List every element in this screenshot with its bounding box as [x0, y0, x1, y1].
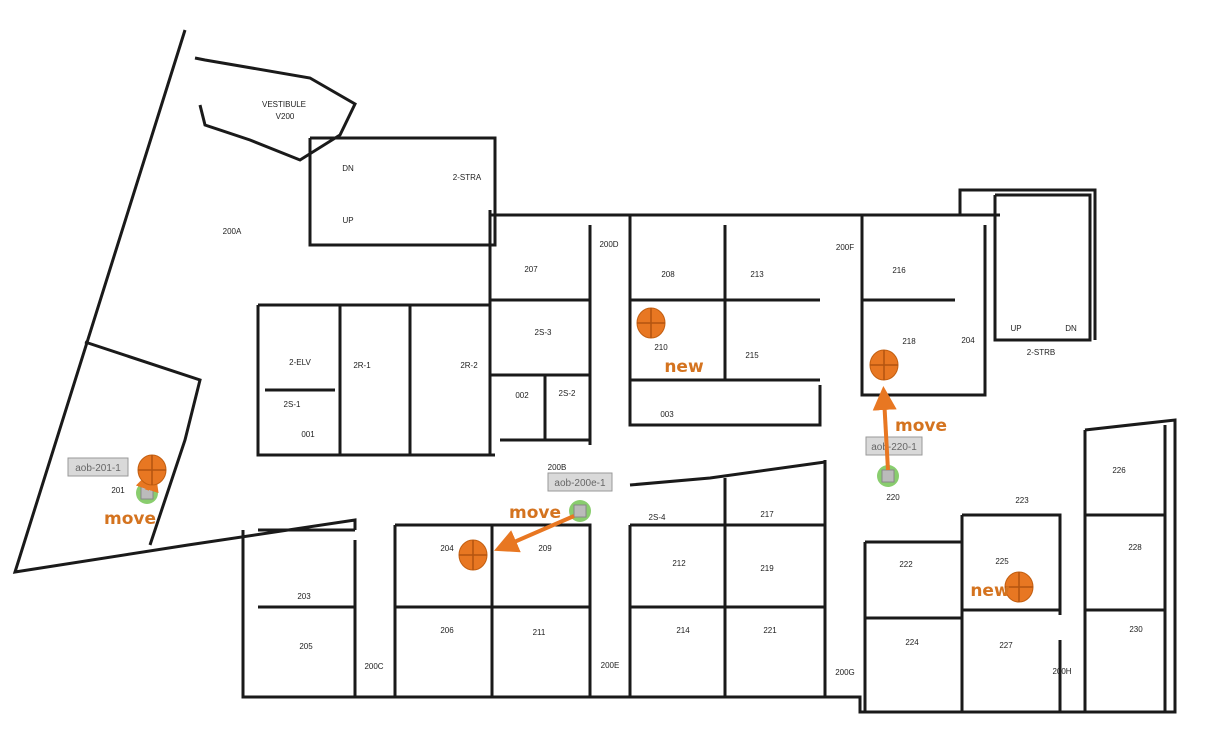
room-label: 212 — [672, 559, 686, 568]
room-label: 210 — [654, 343, 668, 352]
room-label: 225 — [995, 557, 1009, 566]
room-label: 003 — [660, 410, 674, 419]
room-label: 2S-1 — [284, 400, 301, 409]
wall — [860, 215, 987, 397]
wall — [962, 513, 1062, 615]
room-label: 223 — [1015, 496, 1029, 505]
room-label: 206 — [440, 626, 454, 635]
room-label: 2S-3 — [535, 328, 552, 337]
wall — [395, 523, 592, 697]
room-label: 204 — [961, 336, 975, 345]
room-label: 227 — [999, 641, 1013, 650]
room-label: 2-ELV — [289, 358, 311, 367]
crosshair-circle-icon[interactable] — [636, 307, 666, 339]
room-label: 200E — [601, 661, 620, 670]
room-label: 200G — [835, 668, 855, 677]
crosshair-circle-icon[interactable] — [458, 539, 488, 571]
room-label: 220 — [886, 493, 900, 502]
annotation-label: move — [104, 509, 156, 529]
room-label: DN — [1065, 324, 1077, 333]
room-label: DN — [342, 164, 354, 173]
room-label: 219 — [760, 564, 774, 573]
room-label: 207 — [524, 265, 538, 274]
room-labels: VESTIBULE V200 2-STRA DN UP 200A 207 200D 208 213… — [111, 100, 1143, 677]
wall — [256, 305, 495, 457]
wall — [12, 29, 357, 574]
room-label: 226 — [1112, 466, 1126, 475]
room-label: 209 — [538, 544, 552, 553]
room-label: 001 — [301, 430, 315, 439]
wall — [194, 56, 357, 162]
wall — [258, 303, 342, 455]
room-label: 205 — [299, 642, 313, 651]
crosshair-circle-icon[interactable] — [1004, 571, 1034, 603]
room-label: 218 — [902, 337, 916, 346]
room-label: 230 — [1129, 625, 1143, 634]
ap-tag-label: aob-201-1 — [75, 463, 121, 474]
annotation-label: new — [664, 357, 704, 377]
wall — [488, 188, 1097, 340]
ap-tag[interactable]: aob-200e-1 — [547, 472, 613, 492]
wall — [241, 418, 1177, 714]
room-label: 204 — [440, 544, 454, 553]
room-label: 224 — [905, 638, 919, 647]
room-label: 2R-2 — [460, 361, 478, 370]
ap-tag-label: aob-220-1 — [871, 442, 917, 453]
annotations: aob-200e-1 aob-220-1 aob-201-1 new move move m… — [67, 307, 1034, 603]
room-label: 216 — [892, 266, 906, 275]
access-point-icon[interactable] — [877, 465, 899, 487]
room-label: 222 — [899, 560, 913, 569]
room-label: 2-STRA — [453, 173, 482, 182]
room-label: 200H — [1052, 667, 1071, 676]
room-label: 221 — [763, 626, 777, 635]
room-label: 213 — [750, 270, 764, 279]
ap-tag[interactable]: aob-201-1 — [67, 457, 129, 477]
room-label: UP — [342, 216, 353, 225]
wall — [308, 136, 497, 247]
room-label: 2R-1 — [353, 361, 371, 370]
room-label: UP — [1010, 324, 1021, 333]
room-label: 002 — [515, 391, 529, 400]
wall — [993, 193, 1092, 342]
room-label: 200D — [599, 240, 618, 249]
move-arrow — [493, 514, 575, 553]
room-label: 214 — [676, 626, 690, 635]
access-point-icon[interactable] — [569, 500, 591, 522]
walls — [12, 29, 1177, 714]
room-label: 200A — [223, 227, 242, 236]
ap-tag[interactable]: aob-220-1 — [865, 436, 923, 456]
crosshair-circle-icon[interactable] — [869, 349, 899, 381]
move-arrow — [872, 386, 897, 471]
room-label: 208 — [661, 270, 675, 279]
room-label: 200C — [364, 662, 383, 671]
annotation-label: new — [970, 581, 1010, 601]
room-label: 217 — [760, 510, 774, 519]
wall — [628, 215, 822, 427]
room-label: 228 — [1128, 543, 1142, 552]
room-label: 211 — [533, 628, 546, 637]
room-label: 2S-2 — [559, 389, 576, 398]
room-label: 2S-4 — [649, 513, 666, 522]
room-label: VESTIBULE — [262, 100, 306, 109]
wall — [629, 460, 826, 487]
room-label: 203 — [297, 592, 311, 601]
wall — [84, 340, 202, 546]
annotation-label: move — [509, 503, 561, 523]
room-label: 201 — [111, 486, 125, 495]
room-label: V200 — [276, 112, 295, 121]
ap-tag-label: aob-200e-1 — [554, 478, 606, 489]
room-label: 200F — [836, 243, 854, 252]
crosshair-circle-icon[interactable] — [137, 454, 167, 486]
room-label: 215 — [745, 351, 759, 360]
room-label: 200B — [548, 463, 567, 472]
room-label: 2-STRB — [1027, 348, 1055, 357]
annotation-label: move — [895, 416, 947, 436]
